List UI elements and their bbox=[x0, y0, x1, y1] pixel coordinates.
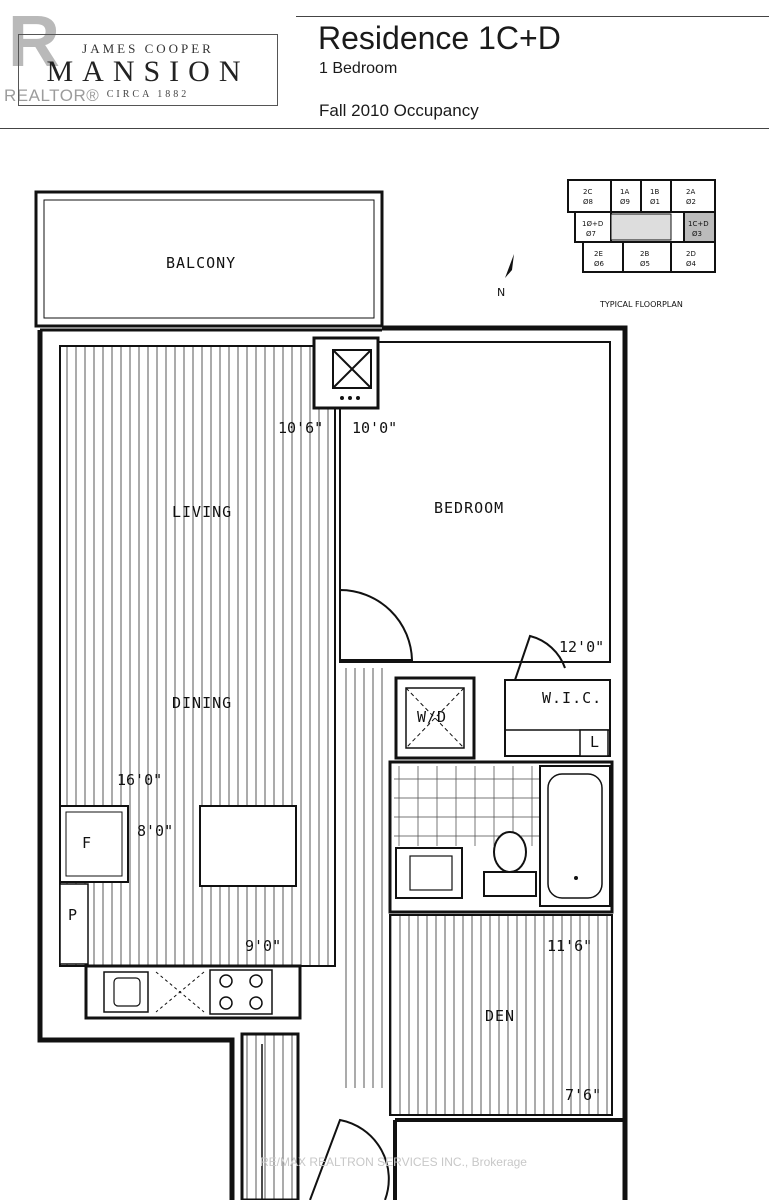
linen-label: L bbox=[590, 733, 600, 751]
svg-text:2C: 2C bbox=[583, 188, 592, 196]
svg-text:Ø5: Ø5 bbox=[640, 260, 650, 268]
logo-main-text: MANSION bbox=[46, 55, 250, 88]
svg-text:Ø8: Ø8 bbox=[583, 198, 593, 206]
header: R REALTOR® JAMES COOPER MANSION CIRCA 18… bbox=[0, 0, 769, 130]
dim-den-length: 11'6" bbox=[547, 937, 592, 955]
den-room bbox=[389, 914, 613, 1116]
header-divider bbox=[0, 128, 769, 129]
den-label: DEN bbox=[485, 1007, 515, 1025]
key-plan-caption: TYPICAL FLOORPLAN bbox=[599, 300, 683, 309]
bathroom bbox=[388, 760, 614, 914]
bedroom-door-swing bbox=[339, 588, 414, 661]
kitchen-counter bbox=[84, 964, 302, 1020]
svg-text:2A: 2A bbox=[686, 188, 695, 196]
hallway-floor bbox=[340, 668, 390, 1088]
dim-kitchen: 9'0" bbox=[245, 937, 281, 955]
svg-text:1B: 1B bbox=[650, 188, 659, 196]
bedroom-room bbox=[339, 341, 611, 663]
bedroom-label: BEDROOM bbox=[434, 499, 504, 517]
svg-text:Ø7: Ø7 bbox=[586, 230, 596, 238]
key-plan bbox=[567, 179, 716, 273]
dim-living-length: 16'0" bbox=[117, 771, 162, 789]
balcony-label: BALCONY bbox=[166, 254, 236, 272]
svg-text:Ø9: Ø9 bbox=[620, 198, 630, 206]
logo-top-text: JAMES COOPER bbox=[82, 41, 214, 56]
fridge-label: F bbox=[82, 834, 92, 852]
balcony-area bbox=[34, 190, 384, 328]
svg-text:Ø2: Ø2 bbox=[686, 198, 696, 206]
dim-dining-width: 8'0" bbox=[137, 822, 173, 840]
wic-label: W.I.C. bbox=[542, 689, 602, 707]
svg-text:2D: 2D bbox=[686, 250, 696, 258]
walk-in-closet bbox=[504, 634, 611, 757]
north-arrow-icon bbox=[505, 254, 514, 278]
fridge bbox=[59, 805, 129, 883]
realtor-logo-icon: R bbox=[8, 2, 60, 82]
mansion-logo: JAMES COOPER MANSION CIRCA 1882 bbox=[18, 34, 278, 106]
entry-closet bbox=[240, 1032, 300, 1200]
kitchen-island bbox=[199, 805, 297, 887]
logo-bottom-text: CIRCA 1882 bbox=[106, 89, 190, 100]
dim-bedroom-length: 12'0" bbox=[559, 638, 604, 656]
dim-den-width: 7'6" bbox=[565, 1086, 601, 1104]
svg-text:Ø3: Ø3 bbox=[692, 230, 702, 238]
svg-text:1Ø+D: 1Ø+D bbox=[582, 220, 603, 228]
dining-label: DINING bbox=[172, 694, 232, 712]
svg-text:2B: 2B bbox=[640, 250, 649, 258]
residence-subtitle: 1 Bedroom bbox=[319, 60, 398, 77]
svg-text:1A: 1A bbox=[620, 188, 629, 196]
dim-living-width: 10'6" bbox=[278, 419, 323, 437]
pantry bbox=[59, 883, 89, 965]
svg-text:2E: 2E bbox=[594, 250, 603, 258]
laundry-closet bbox=[394, 676, 476, 760]
north-label: N bbox=[497, 286, 505, 299]
pantry-label: P bbox=[68, 906, 78, 924]
brokerage-watermark: RE/MAX REALTRON SERVICES INC., Brokerage bbox=[260, 1155, 527, 1169]
svg-text:Ø1: Ø1 bbox=[650, 198, 660, 206]
residence-title: Residence 1C+D bbox=[318, 20, 561, 56]
svg-text:1C+D: 1C+D bbox=[688, 220, 709, 228]
floor-plan: BALCONY W.I.C. L W/D bbox=[34, 179, 716, 1200]
key-plan-labels: 2C Ø8 1A Ø9 1B Ø1 2A Ø2 1Ø+D Ø7 1C+D Ø3 2E Ø6 2… bbox=[582, 188, 709, 268]
duct-shaft bbox=[312, 336, 380, 410]
living-label: LIVING bbox=[172, 503, 232, 521]
residence-occupancy: Fall 2010 Occupancy bbox=[319, 101, 479, 120]
outer-walls bbox=[37, 325, 628, 1200]
dim-bedroom-width: 10'0" bbox=[352, 419, 397, 437]
header-rule bbox=[296, 16, 769, 17]
svg-text:Ø6: Ø6 bbox=[594, 260, 605, 268]
realtor-wordmark: REALTOR® bbox=[4, 86, 100, 105]
svg-text:Ø4: Ø4 bbox=[686, 260, 697, 268]
entry-door-swing bbox=[309, 1118, 390, 1200]
washer-dryer-label: W/D bbox=[417, 708, 447, 726]
